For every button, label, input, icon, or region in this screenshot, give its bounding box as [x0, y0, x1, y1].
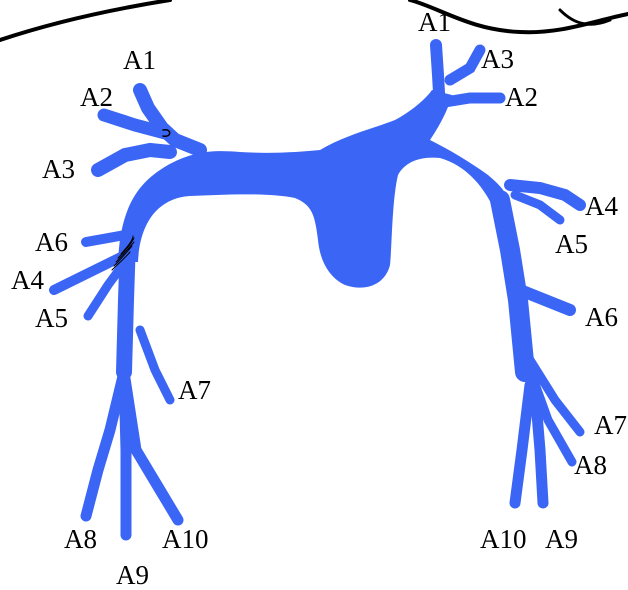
- label-left-a5: A5: [35, 303, 68, 333]
- label-left-a1: A1: [123, 45, 156, 75]
- vessel-main-body: [118, 90, 508, 288]
- right-vessel-branches: [436, 45, 580, 503]
- label-left-a8: A8: [64, 524, 97, 554]
- label-left-a4: A4: [11, 265, 44, 295]
- label-right-a4: A4: [585, 191, 618, 221]
- label-right-a3: A3: [481, 44, 514, 74]
- label-right-a9: A9: [545, 524, 578, 554]
- label-right-a10: A10: [480, 524, 527, 554]
- right-sketch-stroke-2: [560, 10, 610, 24]
- label-right-a1: A1: [418, 7, 451, 37]
- top-sketch-strokes: [0, 0, 628, 40]
- label-left-a6: A6: [35, 227, 68, 257]
- left-vessel-branches: [54, 90, 200, 535]
- label-right-a2: A2: [505, 82, 538, 112]
- label-right-a6: A6: [585, 302, 618, 332]
- label-left-a9: A9: [116, 560, 149, 590]
- left-labels: A1 A2 A3 A6 A4 A5 A7 A8 A9 A10: [11, 45, 211, 590]
- label-right-a7: A7: [594, 410, 627, 440]
- label-left-a2: A2: [80, 82, 113, 112]
- label-right-a5: A5: [555, 229, 588, 259]
- label-left-a7: A7: [178, 375, 211, 405]
- label-right-a8: A8: [574, 450, 607, 480]
- label-left-a3: A3: [42, 154, 75, 184]
- label-left-a10: A10: [162, 524, 209, 554]
- left-sketch-stroke: [0, 0, 170, 40]
